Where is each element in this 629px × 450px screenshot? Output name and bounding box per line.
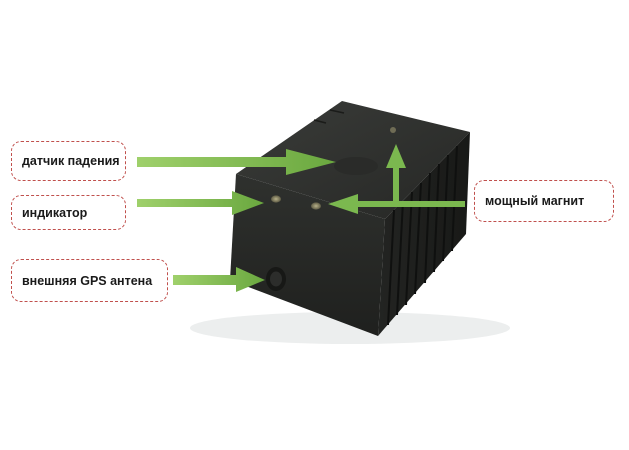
device-front-face (230, 174, 385, 336)
magnet-arrow-up (386, 144, 406, 204)
gps-antenna-arrow (173, 267, 265, 292)
gps-connector (266, 267, 286, 291)
device-shadow (190, 312, 510, 344)
indicator-callout: индикатор (11, 195, 126, 230)
top-recess (334, 157, 378, 175)
indicator-arrow (137, 191, 264, 215)
indicator-led (271, 195, 281, 203)
fall-sensor-callout: датчик падения (11, 141, 126, 181)
magnet-callout: мощный магнит (474, 180, 614, 222)
fall-sensor-dot (390, 127, 396, 133)
device-top-ribs (313, 109, 345, 124)
magnet-label: мощный магнит (485, 194, 585, 208)
indicator-label: индикатор (22, 205, 88, 220)
gps-antenna-callout: внешняя GPS антена (11, 259, 168, 302)
fall-sensor-label: датчик падения (22, 154, 120, 168)
gps-antenna-label: внешняя GPS антена (22, 273, 153, 288)
fall-sensor-arrow (137, 149, 336, 175)
status-led (311, 202, 321, 210)
